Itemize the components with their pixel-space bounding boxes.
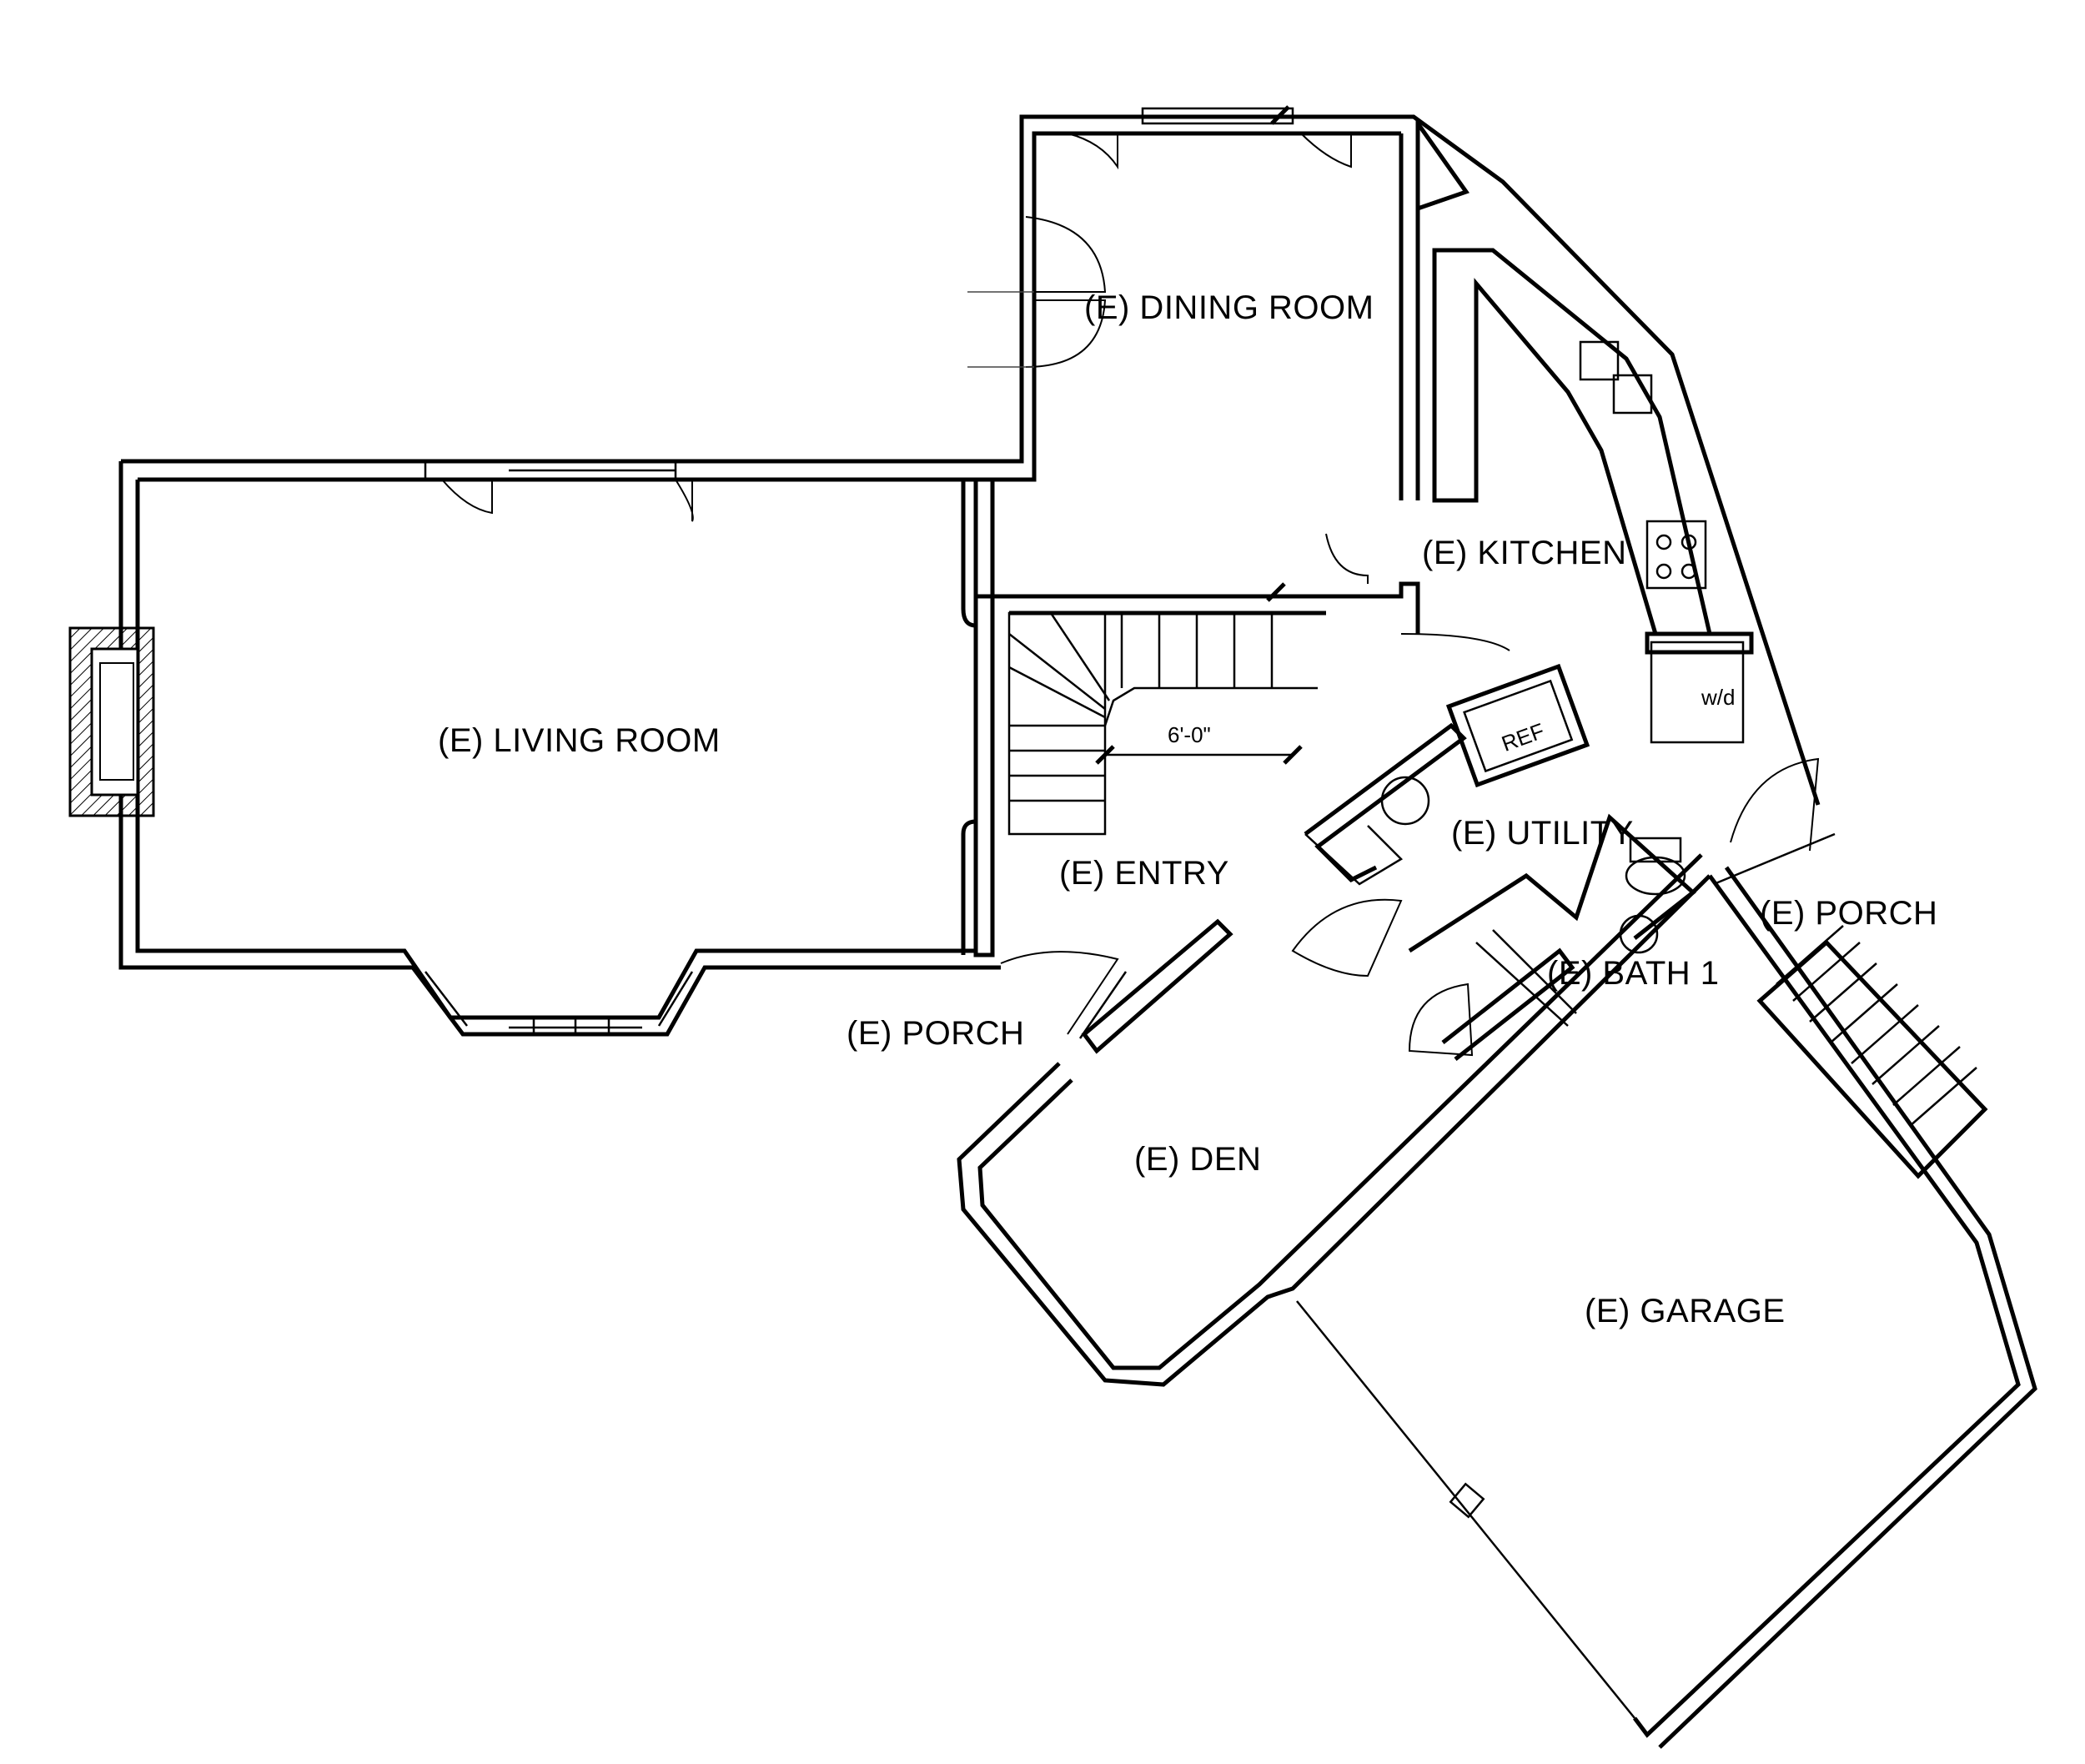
- living-room-label: (E) LIVING ROOM: [438, 722, 721, 759]
- front-porch-label: (E) PORCH: [847, 1015, 1024, 1052]
- stair-dimension-label: 6'-0": [1168, 722, 1211, 747]
- utility-label: (E) UTILITY: [1451, 815, 1634, 852]
- dining-room-label: (E) DINING ROOM: [1084, 289, 1374, 326]
- fireplace: [68, 626, 155, 817]
- den-walls: [957, 853, 1711, 1387]
- bath: [1408, 813, 1696, 1061]
- entry-label: (E) ENTRY: [1059, 855, 1229, 892]
- garage-walls: [1296, 866, 2037, 1749]
- side-porch-stairs: [1713, 757, 1988, 1179]
- den-label: (E) DEN: [1134, 1141, 1261, 1178]
- kitchen-walls: [1415, 117, 1754, 744]
- dining-room-walls: [967, 107, 1420, 500]
- garage-label: (E) GARAGE: [1585, 1293, 1786, 1329]
- bath-label: (E) BATH 1: [1547, 955, 1720, 992]
- stairs: [992, 105, 1420, 836]
- living-room-walls: [118, 114, 1821, 1037]
- utility-walls: [1291, 663, 1590, 977]
- kitchen-label: (E) KITCHEN: [1422, 535, 1627, 571]
- entry-walls: [961, 477, 1510, 1054]
- side-porch-label: (E) PORCH: [1760, 895, 1937, 932]
- washer-dryer-label: w/d: [1701, 685, 1735, 710]
